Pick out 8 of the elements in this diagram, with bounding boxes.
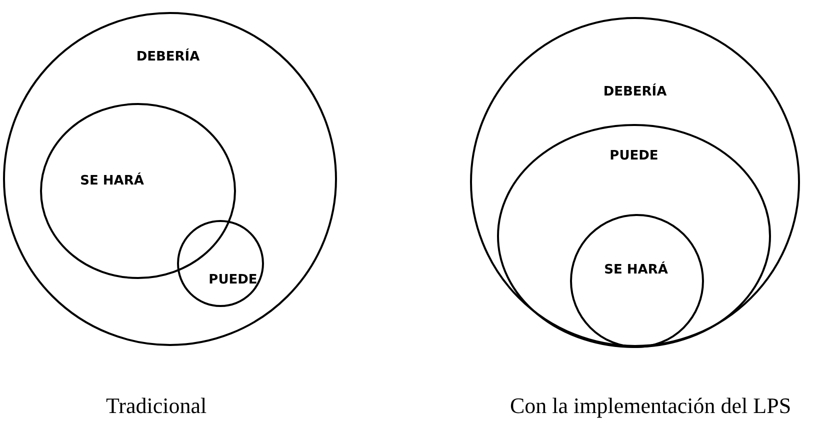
set-label: SE HARÁ xyxy=(604,262,668,278)
set-label: DEBERÍA xyxy=(603,84,667,100)
set-label: PUEDE xyxy=(208,272,258,288)
set-label: PUEDE xyxy=(610,148,658,164)
set-label: DEBERÍA xyxy=(136,50,200,64)
diagram-caption: Con la implementación del LPS xyxy=(510,393,792,419)
diagram-caption: Tradicional xyxy=(106,393,207,419)
set-label: SE HARÁ xyxy=(80,174,144,188)
